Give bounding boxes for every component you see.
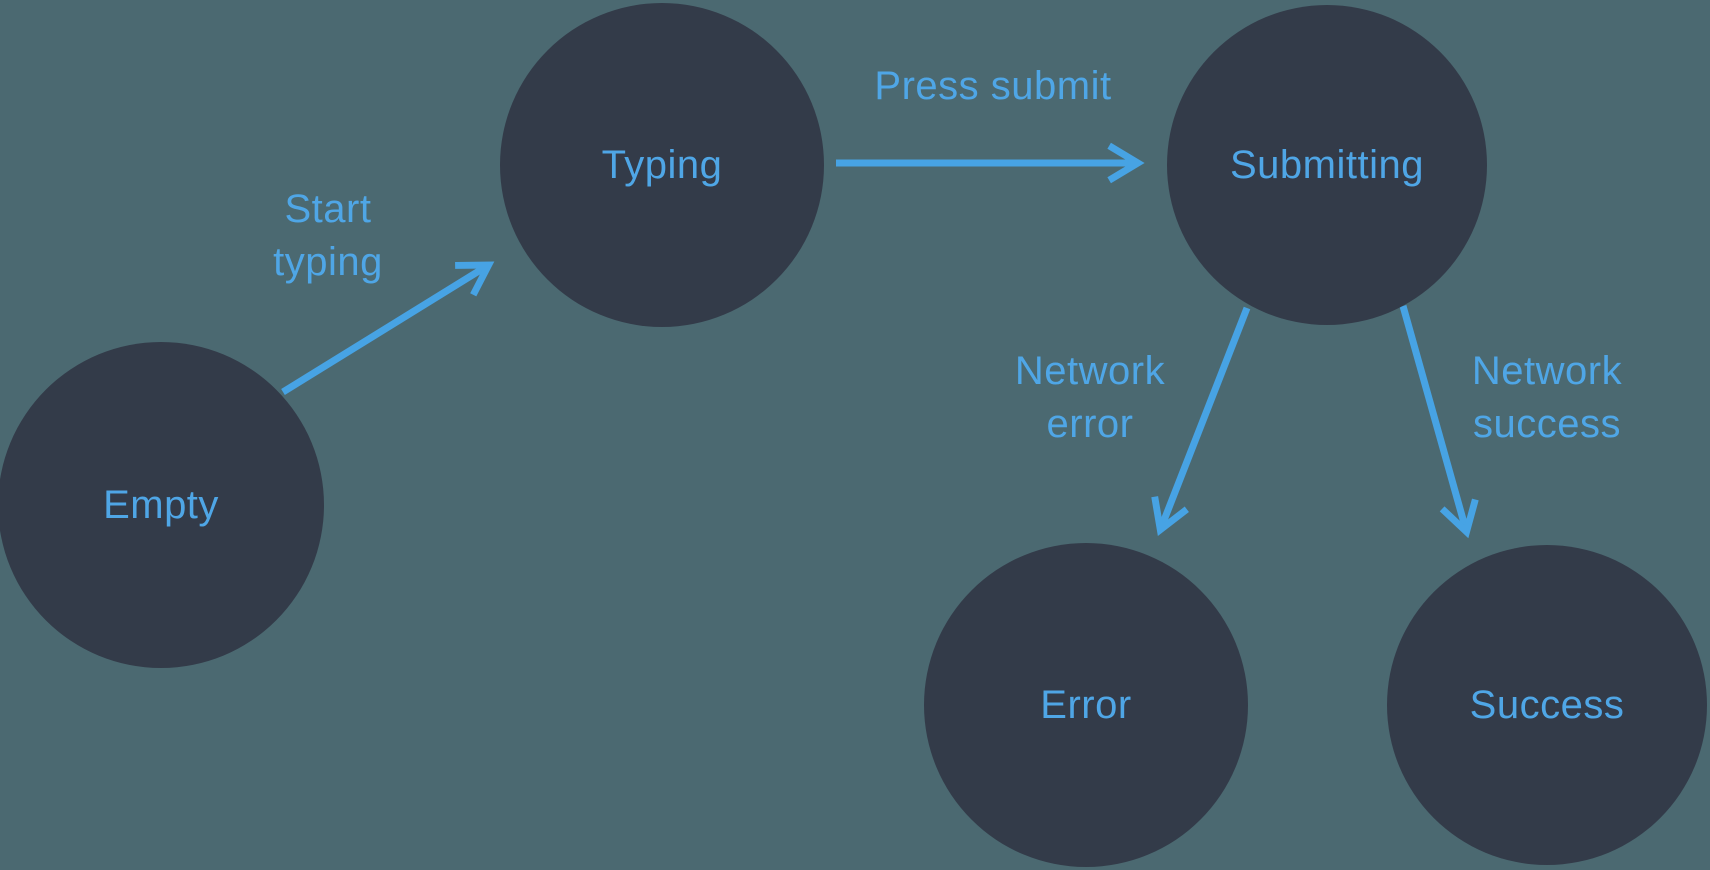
state-label-typing: Typing [601,142,723,187]
state-node-submitting: Submitting [1167,5,1487,325]
state-label-submitting: Submitting [1230,142,1424,187]
state-label-error: Error [1040,682,1132,727]
transition-label-network-success: Network success [1471,349,1623,446]
state-label-success: Success [1469,682,1625,727]
state-node-error: Error [924,543,1248,867]
state-node-empty: Empty [0,342,324,668]
transition-label-press-submit: Press submit [874,64,1112,108]
state-label-empty: Empty [103,482,219,527]
arrow-network-error [1151,306,1251,537]
transition-label-network-error: Network error [1014,349,1166,446]
state-node-success: Success [1387,545,1707,865]
transition-label-start-typing: Start typing [273,187,383,284]
state-node-typing: Typing [500,3,824,327]
arrow-start-typing [281,261,495,395]
arrow-network-success [1399,305,1479,539]
